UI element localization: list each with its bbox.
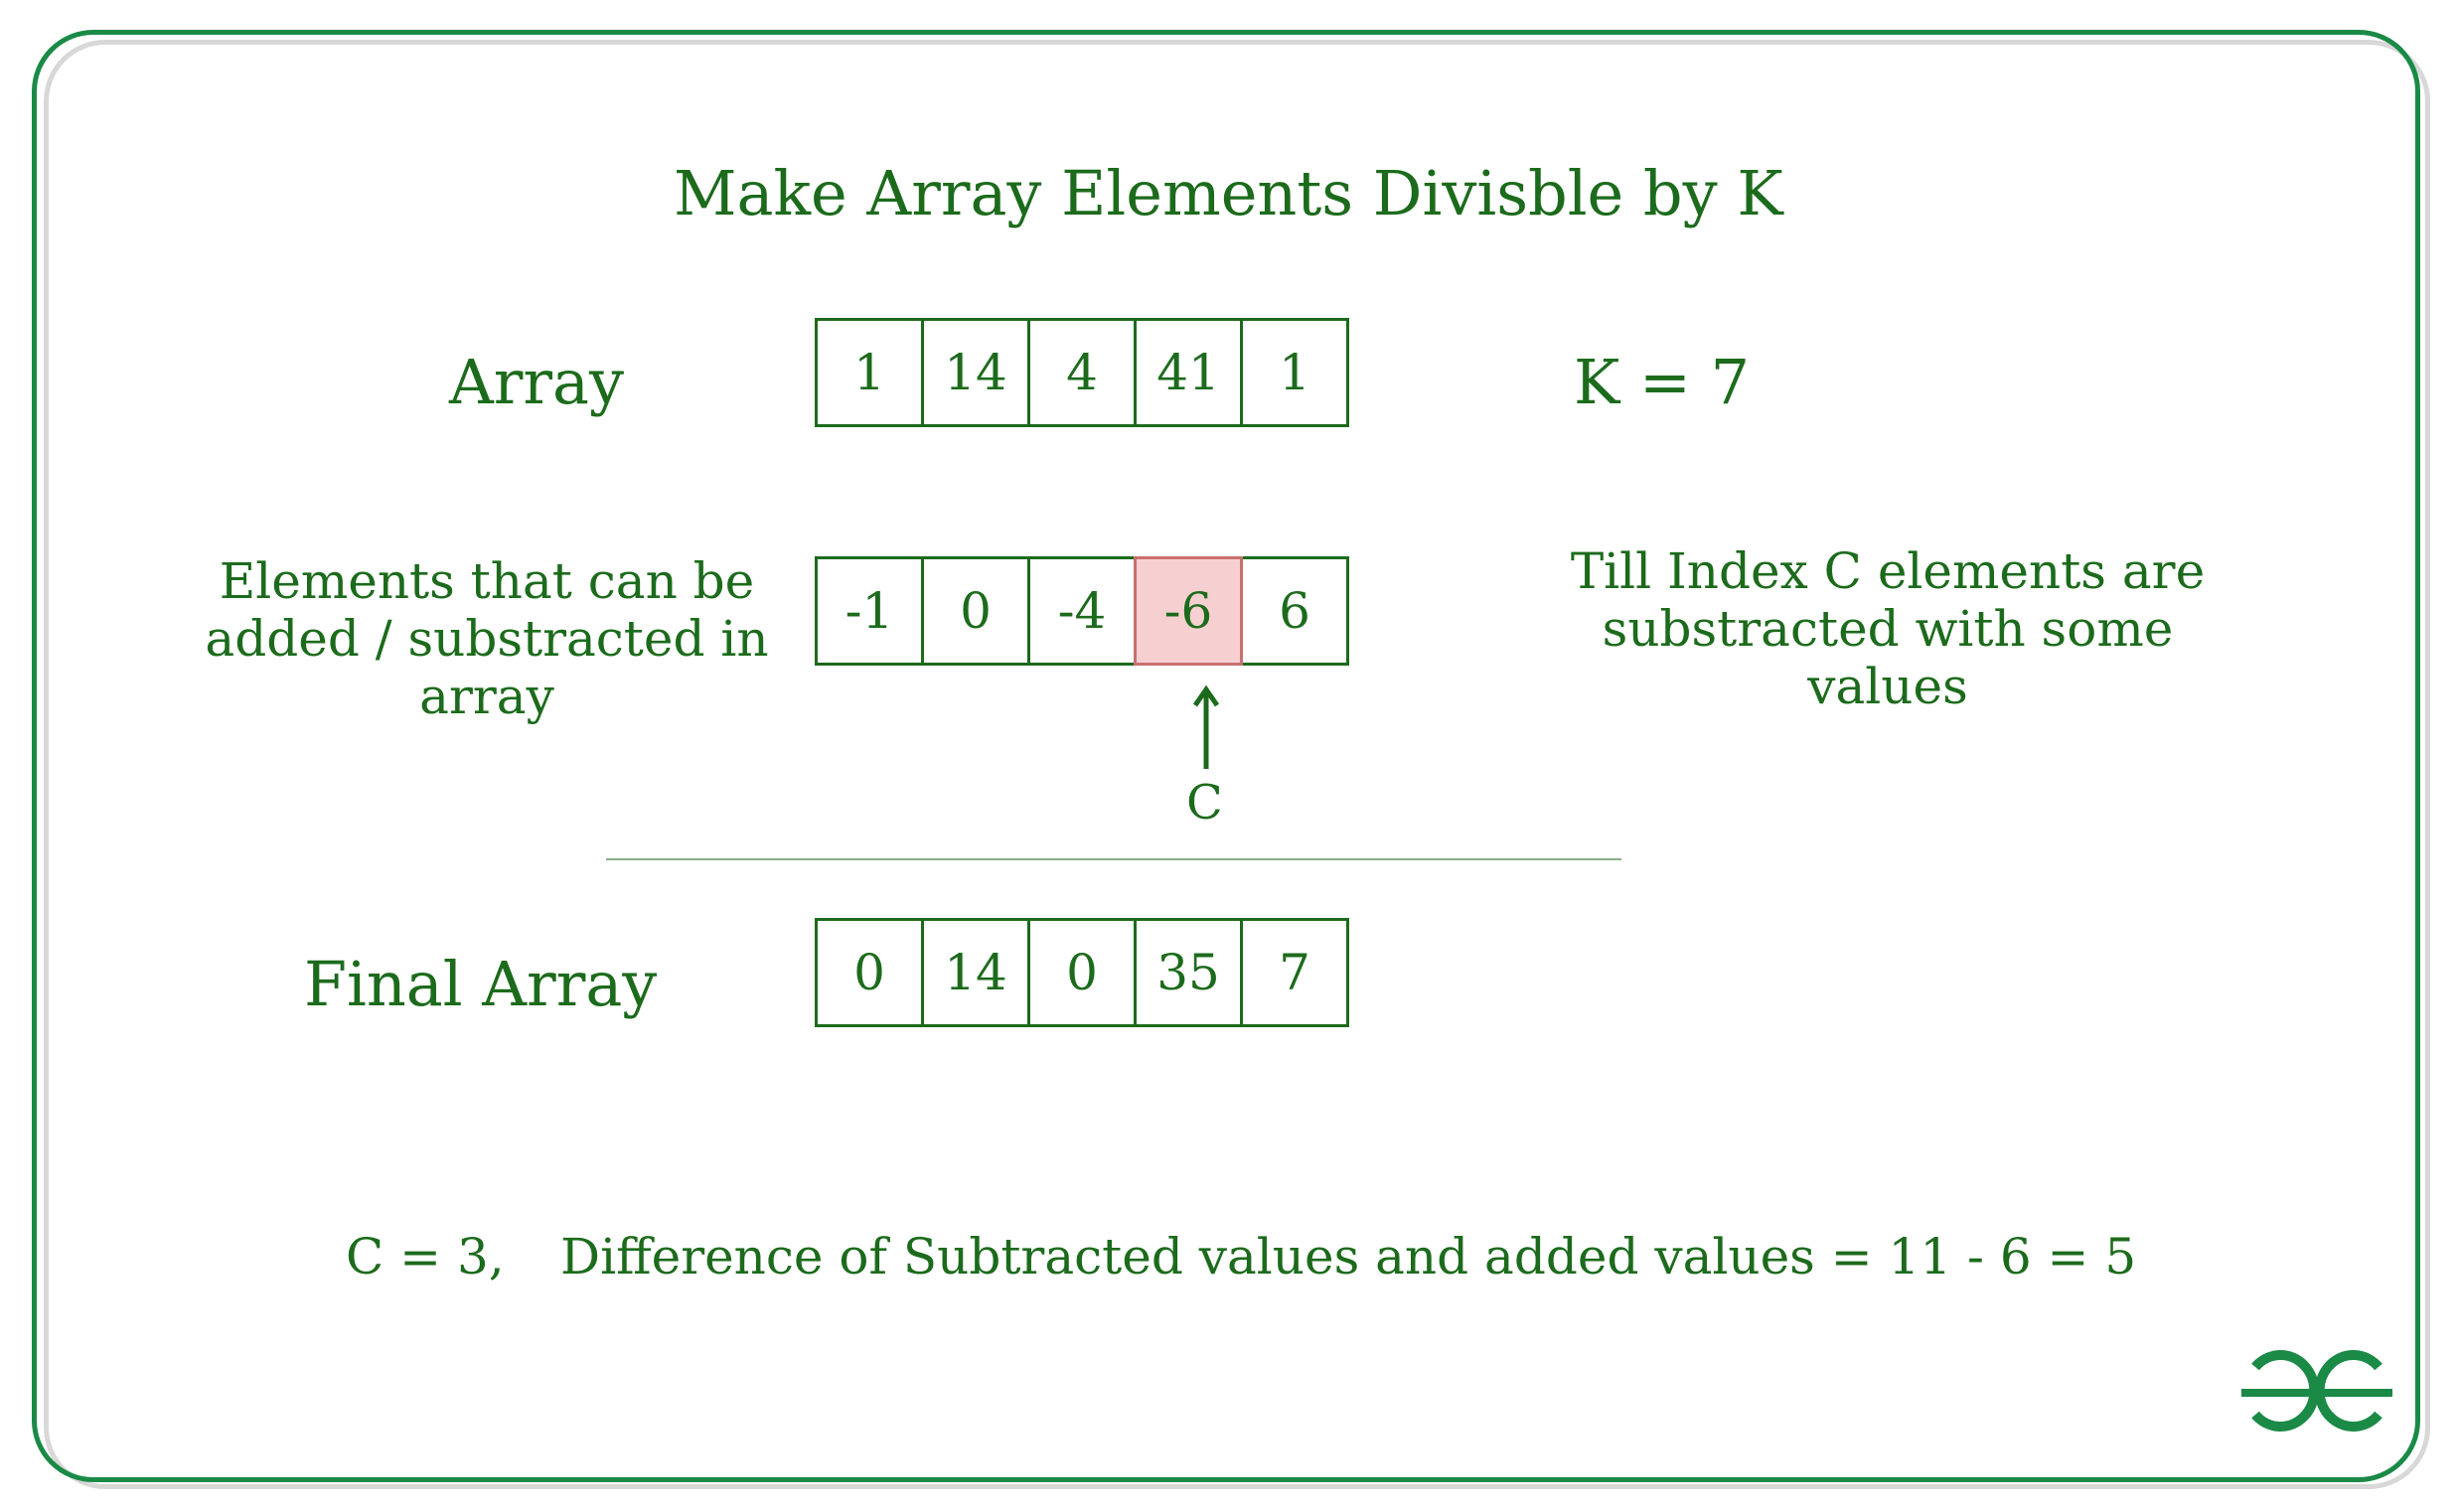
- final-array-cell: 14: [921, 918, 1030, 1027]
- pointer-label: C: [1186, 775, 1223, 831]
- array-cell: 1: [815, 318, 924, 427]
- elements-cell: 0: [921, 556, 1030, 666]
- array-cell: 4: [1027, 318, 1137, 427]
- elements-cell-highlighted: -6: [1134, 556, 1243, 666]
- array-cell: 41: [1134, 318, 1243, 427]
- elements-cell: -1: [815, 556, 924, 666]
- elements-cell: -4: [1027, 556, 1137, 666]
- up-arrow-icon: [1192, 685, 1220, 769]
- elements-cell: 6: [1240, 556, 1349, 666]
- array-cell: 1: [1240, 318, 1349, 427]
- elements-row: -1 0 -4 -6 6: [815, 556, 1349, 666]
- divider-line: [606, 858, 1621, 860]
- final-array-row: 0 14 0 35 7: [815, 918, 1349, 1027]
- diagram-frame: [32, 30, 2420, 1482]
- card-shadow: [44, 40, 2430, 1489]
- final-array-cell: 35: [1134, 918, 1243, 1027]
- note-text: Till Index C elements are substracted wi…: [1570, 542, 2206, 715]
- final-array-cell: 0: [1027, 918, 1137, 1027]
- array-cell: 14: [921, 318, 1030, 427]
- final-array-cell: 7: [1240, 918, 1349, 1027]
- footer-difference: Difference of Subtracted values and adde…: [560, 1228, 2137, 1285]
- k-value-label: K = 7: [1574, 346, 1751, 418]
- final-array-cell: 0: [815, 918, 924, 1027]
- elements-label: Elements that can be added / substracted…: [205, 552, 769, 725]
- final-array-label: Final Array: [304, 948, 658, 1020]
- array-label: Array: [449, 346, 625, 418]
- footer-c-value: C = 3,: [346, 1228, 505, 1285]
- gfg-logo-icon: [2241, 1350, 2392, 1432]
- array-row: 1 14 4 41 1: [815, 318, 1349, 427]
